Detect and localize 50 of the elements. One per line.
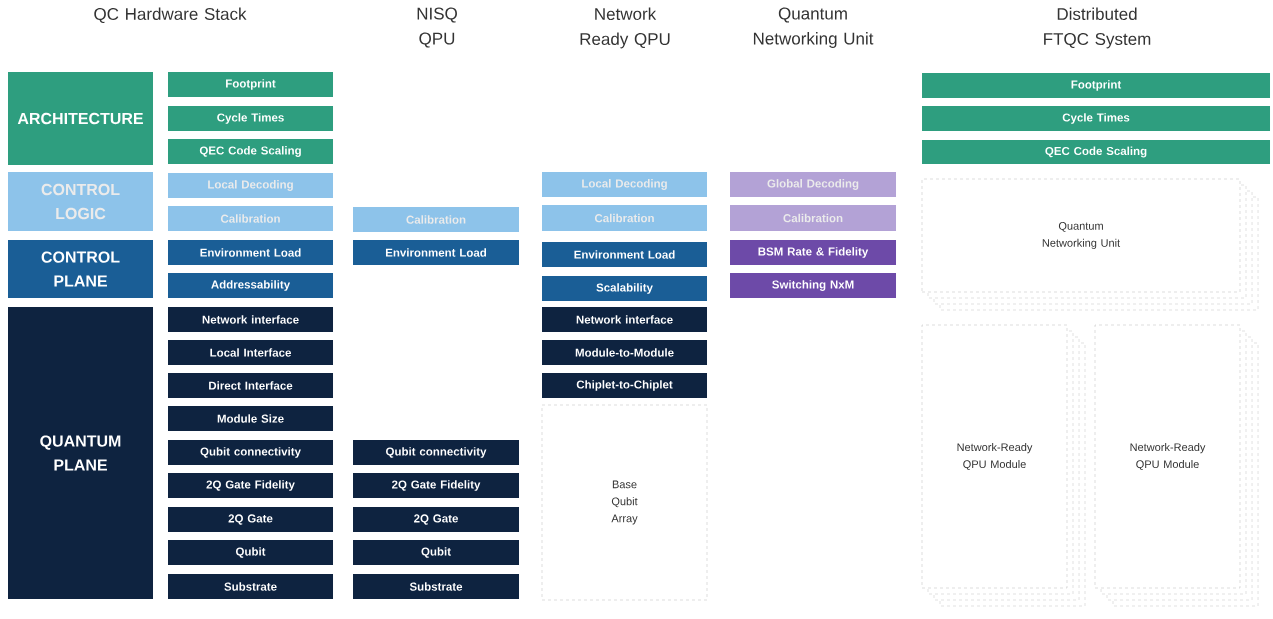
parameter-bar: Environment Load (353, 240, 519, 265)
parameter-bar: Network interface (168, 307, 333, 332)
parameter-bar: Calibration (542, 205, 707, 231)
parameter-bar: Qubit (168, 540, 333, 565)
parameter-bar: Local Decoding (542, 172, 707, 197)
parameter-bar: Module Size (168, 406, 333, 431)
category-box: QUANTUM PLANE (8, 307, 153, 599)
parameter-bar: Environment Load (168, 240, 333, 265)
parameter-bar: Scalability (542, 276, 707, 301)
parameter-bar: 2Q Gate (353, 507, 519, 532)
column-heading: NISQ QPU (417, 7, 457, 48)
column-heading: Quantum Networking Unit (753, 7, 874, 48)
parameter-bar: Calibration (730, 205, 896, 231)
parameter-bar: Global Decoding (730, 172, 896, 197)
parameter-bar: Switching NxM (730, 273, 896, 298)
parameter-bar: Calibration (168, 206, 333, 231)
parameter-bar: Cycle Times (922, 106, 1270, 131)
parameter-bar: BSM Rate & Fidelity (730, 240, 896, 265)
parameter-bar: QEC Code Scaling (168, 139, 333, 164)
column-heading: Distributed FTQC System (1044, 7, 1151, 49)
parameter-bar: 2Q Gate Fidelity (353, 473, 519, 498)
parameter-bar: Qubit connectivity (353, 440, 519, 465)
dashed-box: Base Qubit Array (541, 404, 708, 601)
parameter-bar: Local Decoding (168, 173, 333, 198)
stacked-dashed-box: Network-Ready QPU Module (921, 324, 1086, 607)
parameter-bar: Substrate (353, 574, 519, 599)
parameter-bar: Qubit connectivity (168, 440, 333, 465)
parameter-bar: Environment Load (542, 242, 707, 267)
parameter-bar: Chiplet-to-Chiplet (542, 373, 707, 398)
parameter-bar: Local Interface (168, 340, 333, 365)
column-heading: Network Ready QPU (580, 7, 670, 49)
category-box: CONTROL LOGIC (8, 172, 153, 231)
parameter-bar: Calibration (353, 207, 519, 232)
category-box: CONTROL PLANE (8, 240, 153, 298)
parameter-bar: Addressability (168, 273, 333, 298)
column-heading: QC Hardware Stack (94, 7, 247, 24)
parameter-bar: Footprint (922, 73, 1270, 98)
parameter-bar: Cycle Times (168, 106, 333, 131)
parameter-bar: 2Q Gate Fidelity (168, 473, 333, 498)
stacked-dashed-box: Network-Ready QPU Module (1094, 324, 1259, 607)
parameter-bar: Network interface (542, 307, 707, 332)
parameter-bar: 2Q Gate (168, 507, 333, 532)
parameter-bar: Module-to-Module (542, 340, 707, 365)
category-box: ARCHITECTURE (8, 72, 153, 165)
stacked-dashed-box: Quantum Networking Unit (921, 178, 1259, 311)
parameter-bar: Substrate (168, 574, 333, 599)
parameter-bar: Footprint (168, 72, 333, 97)
parameter-bar: Qubit (353, 540, 519, 565)
parameter-bar: Direct Interface (168, 373, 333, 398)
parameter-bar: QEC Code Scaling (922, 140, 1270, 164)
